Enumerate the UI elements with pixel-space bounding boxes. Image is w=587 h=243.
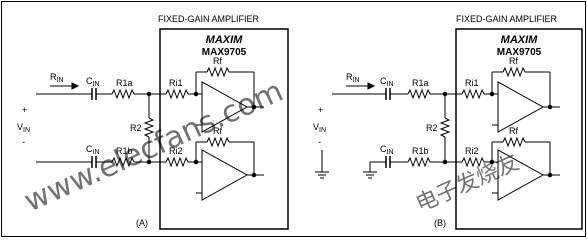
header-label: FIXED-GAIN AMPLIFIER xyxy=(158,14,260,24)
ic-box xyxy=(159,28,289,230)
rf-bottom-label: Rf xyxy=(213,126,222,136)
arrow-head xyxy=(71,82,80,90)
ri2-label: Ri2 xyxy=(465,146,479,156)
resistor-r1b xyxy=(407,156,431,168)
cin-top-label: CIN xyxy=(380,76,394,88)
resistor-r1b xyxy=(111,156,135,168)
r1b-label: R1b xyxy=(116,146,133,156)
r1b-label: R1b xyxy=(412,146,429,156)
panel-caption: (A) xyxy=(136,218,148,228)
resistor-ri2 xyxy=(165,156,189,168)
header-label: FIXED-GAIN AMPLIFIER xyxy=(456,14,558,24)
resistor-r1a xyxy=(407,88,431,100)
resistor-rf-top xyxy=(502,66,526,78)
junction-dot xyxy=(251,172,257,178)
rf-bottom-label: Rf xyxy=(509,126,518,136)
junction-dot xyxy=(489,159,495,165)
junction-dot xyxy=(489,91,495,97)
resistor-rf-bottom xyxy=(206,136,230,148)
resistor-r1a xyxy=(111,88,135,100)
op-amp-bottom xyxy=(201,149,249,201)
rin-label: RIN xyxy=(346,72,360,84)
diagram-stage: FIXED-GAIN AMPLIFIER MAXIM MAX9705 xyxy=(1,1,586,237)
junction-dot xyxy=(547,172,553,178)
arrow-head xyxy=(367,82,376,90)
rf-top-label: Rf xyxy=(213,56,222,66)
r1a-label: R1a xyxy=(116,78,133,88)
cin-bottom-label: CIN xyxy=(380,144,394,156)
resistor-ri2 xyxy=(461,156,485,168)
junction-dot xyxy=(547,104,553,110)
resistor-r2 xyxy=(439,117,451,138)
r2-label: R2 xyxy=(426,123,438,133)
vin-label: VIN xyxy=(17,122,30,134)
resistor-rf-bottom xyxy=(502,136,526,148)
ri1-label: Ri1 xyxy=(169,78,183,88)
watermark-url: www.elecfans.com xyxy=(19,74,288,220)
plus-sign: + xyxy=(22,105,27,115)
op-amp-top xyxy=(497,81,545,133)
panel-caption: (B) xyxy=(434,218,446,228)
part-number: MAX9705 xyxy=(497,47,542,58)
junction-dot xyxy=(193,91,199,97)
maxim-logo: MAXIM xyxy=(206,34,244,46)
junction-dot xyxy=(193,159,199,165)
outer-frame xyxy=(1,1,586,237)
junction-dot xyxy=(251,104,257,110)
panel-a: FIXED-GAIN AMPLIFIER MAXIM MAX9705 xyxy=(17,14,289,230)
rin-label: RIN xyxy=(50,72,64,84)
ri2-label: Ri2 xyxy=(169,146,183,156)
plus-sign: + xyxy=(318,105,323,115)
vin-label: VIN xyxy=(313,122,326,134)
op-amp-top xyxy=(201,81,249,133)
rf-top-label: Rf xyxy=(509,56,518,66)
resistor-r2 xyxy=(143,117,155,138)
minus-sign: - xyxy=(318,137,321,147)
amplifier-schematic: FIXED-GAIN AMPLIFIER MAXIM MAX9705 xyxy=(1,1,586,237)
maxim-logo: MAXIM xyxy=(501,34,539,46)
resistor-rf-top xyxy=(206,66,230,78)
minus-sign: - xyxy=(22,137,25,147)
watermark: www.elecfans.com 电子发烧友 xyxy=(19,74,523,220)
ri1-label: Ri1 xyxy=(465,78,479,88)
cin-bottom-label: CIN xyxy=(86,144,100,156)
panel-b: FIXED-GAIN AMPLIFIER MAXIM MAX9705 xyxy=(313,14,583,230)
resistor-ri1 xyxy=(461,88,485,100)
part-number: MAX9705 xyxy=(202,47,247,58)
op-amp-bottom xyxy=(497,149,545,201)
ic-box xyxy=(455,28,583,230)
r1a-label: R1a xyxy=(412,78,429,88)
cin-top-label: CIN xyxy=(86,76,100,88)
resistor-ri1 xyxy=(165,88,189,100)
r2-label: R2 xyxy=(130,123,142,133)
